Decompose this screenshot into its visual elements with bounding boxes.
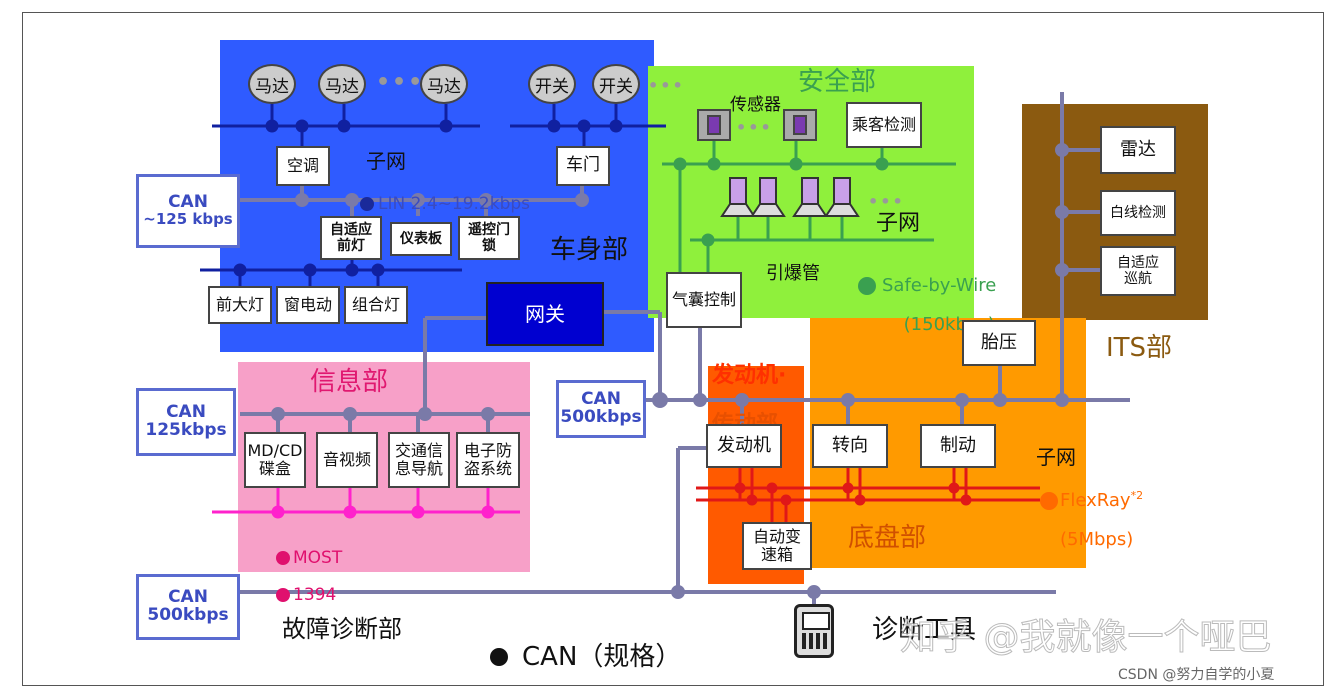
switch-node-1: 开关 — [528, 64, 576, 104]
diagnostic-tool-icon — [794, 604, 834, 658]
flexray-footnote: *2 — [1130, 488, 1144, 502]
antitheft-node: 电子防 盗系统 — [456, 432, 520, 488]
powertrain-region-title: 发动机· 传动部 — [712, 340, 786, 437]
watermark: 知乎 @我就像一个哑巴 — [899, 617, 1272, 658]
detonator-icons — [720, 177, 860, 217]
safety-region-title: 安全部 — [798, 67, 877, 97]
ellipsis-dots: ••• — [736, 118, 773, 137]
can-label-chassis-line1: CAN — [581, 389, 621, 410]
ieee1394-text: 1394 — [293, 585, 337, 606]
diag-region-title: 故障诊断部 — [282, 615, 402, 643]
motor-node-1: 马达 — [248, 64, 296, 104]
can-label-diag-line1: CAN — [168, 587, 208, 608]
lin-bus-label: LIN 2.4~19.2kbps — [360, 176, 530, 213]
can-label-body: CAN ~125 kbps — [136, 174, 240, 248]
most-text: MOST — [293, 547, 343, 568]
sensor-label: 传感器 — [730, 95, 781, 115]
window-node: 窗电动 — [276, 286, 340, 324]
flexray-bus-label: FlexRay*2 (5Mbps) — [1040, 470, 1143, 550]
nav-node: 交通信 息导航 — [388, 432, 450, 488]
can-label-info: CAN 125kbps — [136, 388, 236, 456]
airbag-control-node: 气囊控制 — [666, 272, 742, 328]
body-region-title: 车身部 — [550, 235, 629, 265]
flexray-text: FlexRay — [1060, 489, 1131, 511]
its-region-title: ITS部 — [1106, 333, 1173, 363]
ellipsis-dots: ••• — [868, 192, 905, 211]
gateway-node: 网关 — [486, 282, 604, 346]
can-label-diag-line2: 500kbps — [147, 605, 229, 625]
mdcd-node: MD/CD 碟盒 — [244, 432, 306, 488]
dashboard-node: 仪表板 — [390, 222, 452, 256]
ellipsis-dots: ••• — [648, 76, 685, 95]
sensor-icons — [697, 109, 817, 141]
safety-subnet-label: 子网 — [876, 211, 921, 236]
most-bus-label: MOST 1394 — [276, 530, 342, 605]
can-label-info-line2: 125kbps — [145, 420, 227, 440]
flexray-rate: (5Mbps) — [1060, 529, 1134, 551]
can-label-info-line1: CAN — [166, 402, 206, 423]
ac-node: 空调 — [276, 146, 330, 186]
can-legend: CAN（规格） — [490, 614, 681, 671]
diagram-frame — [22, 12, 1324, 686]
body-subnet-label: 子网 — [366, 149, 406, 173]
can-label-body-line2: ~125 kbps — [143, 210, 233, 229]
chassis-region-title: 底盘部 — [848, 523, 927, 553]
powertrain-title-line1: 发动机· — [712, 363, 787, 389]
transmission-node: 自动变 速箱 — [742, 522, 812, 570]
diag-tool-label: 诊断工具 — [872, 615, 977, 645]
brake-node: 制动 — [920, 424, 996, 468]
steering-node: 转向 — [812, 424, 888, 468]
adaptive-cruise-node: 自适应 巡航 — [1100, 246, 1176, 296]
door-node: 车门 — [556, 146, 610, 186]
chassis-subnet-label: 子网 — [1036, 445, 1076, 469]
remote-lock-node: 遥控门 锁 — [458, 216, 520, 260]
lin-bus-text: LIN 2.4~19.2kbps — [378, 193, 531, 214]
tire-pressure-node: 胎压 — [962, 320, 1036, 366]
credit-text: CSDN @努力自学的小夏 — [1118, 667, 1275, 683]
can-label-diag: CAN 500kbps — [136, 574, 240, 640]
motor-node-3: 马达 — [420, 64, 468, 104]
info-region-title: 信息部 — [310, 367, 389, 397]
engine-node: 发动机 — [706, 424, 782, 468]
motor-node-2: 马达 — [318, 64, 366, 104]
switch-node-2: 开关 — [592, 64, 640, 104]
can-legend-text: CAN（规格） — [522, 641, 682, 672]
passenger-detect-node: 乘客检测 — [846, 102, 922, 148]
can-label-body-line1: CAN — [168, 192, 208, 213]
lane-detect-node: 白线检测 — [1100, 190, 1176, 236]
combo-light-node: 组合灯 — [344, 286, 408, 324]
ellipsis-dots: ••• — [376, 70, 425, 95]
detonator-label: 引爆管 — [766, 263, 820, 284]
can-label-chassis-line2: 500kbps — [560, 407, 642, 427]
adaptive-headlight-node: 自适应 前灯 — [320, 216, 382, 260]
safe-by-wire-text: Safe-by-Wire — [882, 274, 997, 296]
can-label-chassis: CAN 500kbps — [556, 380, 646, 438]
radar-node: 雷达 — [1100, 126, 1176, 174]
av-node: 音视频 — [316, 432, 378, 488]
headlight-node: 前大灯 — [208, 286, 272, 324]
